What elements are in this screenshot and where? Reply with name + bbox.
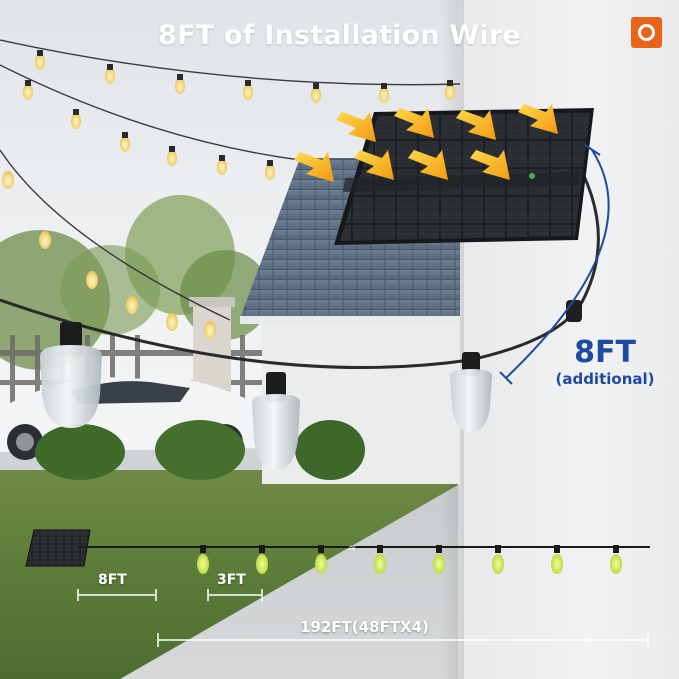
main-wire [0,149,600,369]
background-string-lights [0,39,461,321]
solar-panel-icon [334,108,594,245]
length-diagram: ≈ [25,529,650,647]
extension-length: 8FT [574,335,636,370]
string-bulb-icon [450,352,492,432]
lead-wire-label: 8FT [98,572,127,588]
headline: 8FT of Installation Wire [158,20,521,51]
background-bulbs [2,50,455,339]
svg-text:≈: ≈ [348,543,356,554]
sunlight-arrow-icon [294,104,558,182]
extension-label: 8FT (additional) [545,335,665,389]
total-length-label: 192FT(48FTX4) [300,618,429,636]
logo-ring [638,24,655,41]
extension-note: (additional) [555,370,655,388]
brand-ring-icon [631,17,662,48]
shrubs [35,420,365,480]
extension-dimension-arc [499,144,610,385]
wire-connector [566,300,582,322]
string-bulb-icon [252,372,300,470]
string-bulb-icon [40,322,102,428]
bulb-spacing-label: 3FT [217,572,246,588]
